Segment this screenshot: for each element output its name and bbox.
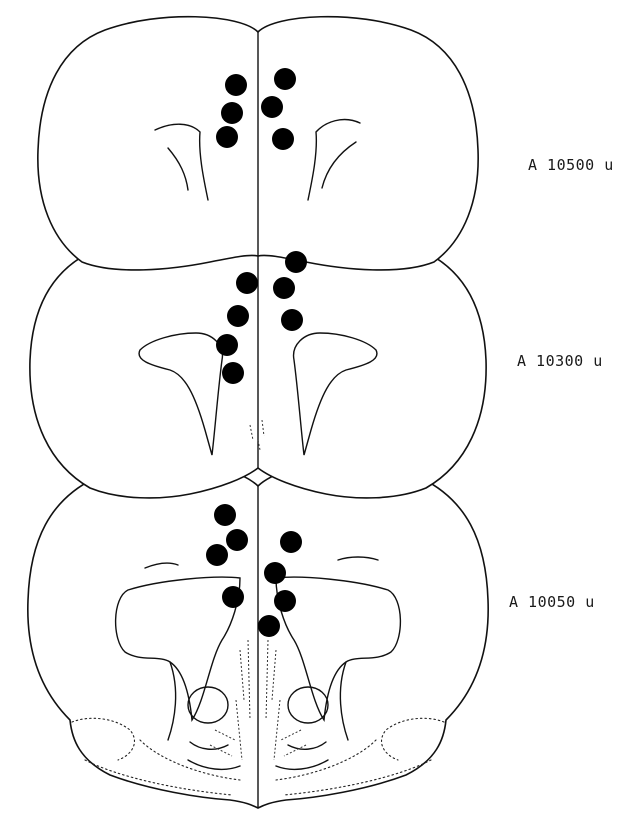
- marker-section3-left-3: [206, 544, 228, 566]
- section-label-a10500: A 10500 u: [528, 156, 614, 174]
- marker-section1-left-2: [221, 102, 243, 124]
- marker-section2-left-2: [227, 305, 249, 327]
- marker-section1-right-1: [274, 68, 296, 90]
- marker-section2-left-1: [236, 272, 258, 294]
- marker-section3-right-3: [274, 590, 296, 612]
- section-a10500: [38, 17, 478, 270]
- marker-section2-left-4: [222, 362, 244, 384]
- section-label-a10050: A 10050 u: [509, 593, 595, 611]
- marker-section2-right-1: [285, 251, 307, 273]
- section-a10300: [30, 235, 486, 498]
- marker-section2-right-3: [281, 309, 303, 331]
- marker-section3-left-2: [226, 529, 248, 551]
- marker-section3-right-2: [264, 562, 286, 584]
- marker-section2-left-3: [216, 334, 238, 356]
- marker-section1-right-3: [272, 128, 294, 150]
- marker-section3-left-4: [222, 586, 244, 608]
- marker-section1-left-1: [225, 74, 247, 96]
- marker-section1-right-2: [261, 96, 283, 118]
- marker-section3-left-1: [214, 504, 236, 526]
- section-a10050: [28, 463, 488, 808]
- marker-section1-left-3: [216, 126, 238, 148]
- marker-section3-right-1: [280, 531, 302, 553]
- marker-section3-right-4: [258, 615, 280, 637]
- section-label-a10300: A 10300 u: [517, 352, 603, 370]
- marker-section2-right-2: [273, 277, 295, 299]
